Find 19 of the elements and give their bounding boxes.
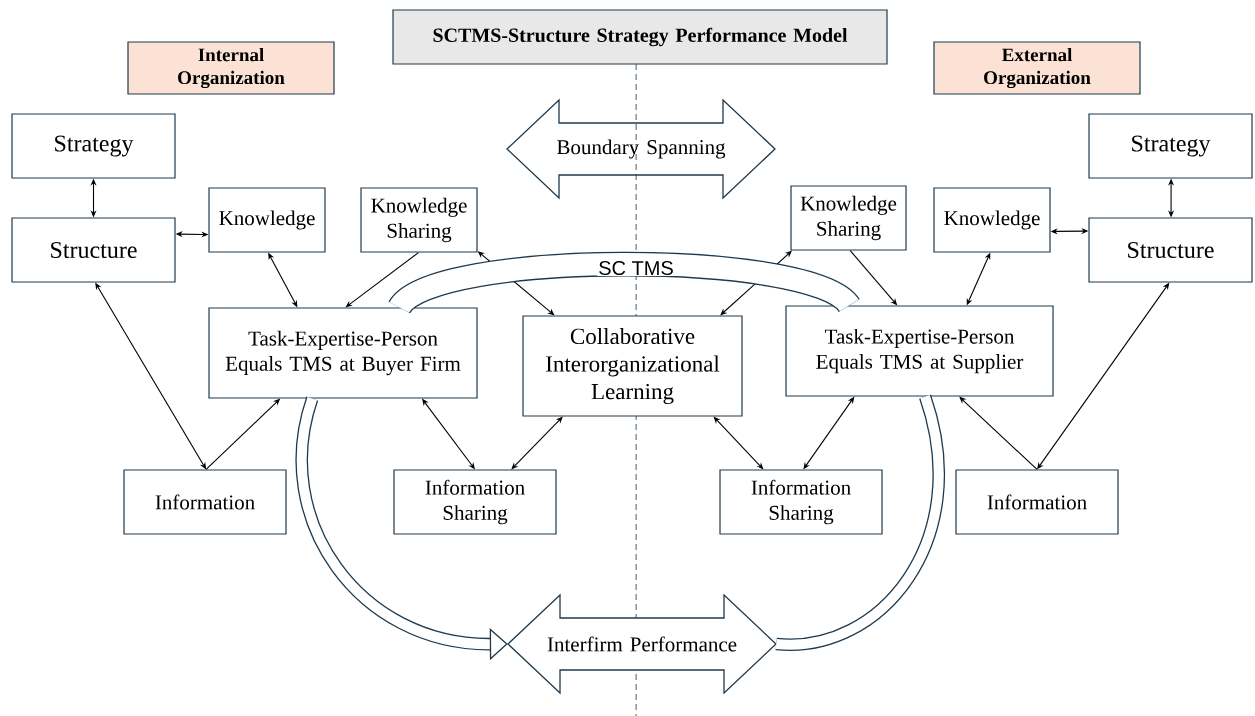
process-box: Task-Expertise-Person Equals TMS at Buyer Firm — [208, 307, 478, 399]
process-box: Structure — [1088, 217, 1253, 283]
process-box: Knowledge Sharing — [360, 187, 478, 253]
process-box: Information Sharing — [393, 469, 557, 535]
process-box: Information — [123, 469, 287, 535]
process-box: Knowledge — [933, 187, 1051, 253]
process-box: Knowledge — [208, 187, 326, 253]
heading-box: Internal Organization — [127, 41, 335, 95]
process-box: Information — [955, 469, 1119, 535]
process-box: Task-Expertise-Person Equals TMS at Supplier — [785, 305, 1054, 397]
heading-box: External Organization — [933, 41, 1141, 95]
process-box: Collaborative Interorganizational Learning — [522, 315, 743, 417]
process-box: Structure — [11, 217, 176, 283]
process-box: Information Sharing — [719, 469, 883, 535]
process-box: Strategy — [11, 113, 176, 179]
title-box: SCTMS-Structure Strategy Performance Model — [392, 9, 888, 65]
process-box: Strategy — [1088, 113, 1253, 179]
arrow — [345, 252, 419, 308]
process-box: Knowledge Sharing — [790, 185, 907, 251]
